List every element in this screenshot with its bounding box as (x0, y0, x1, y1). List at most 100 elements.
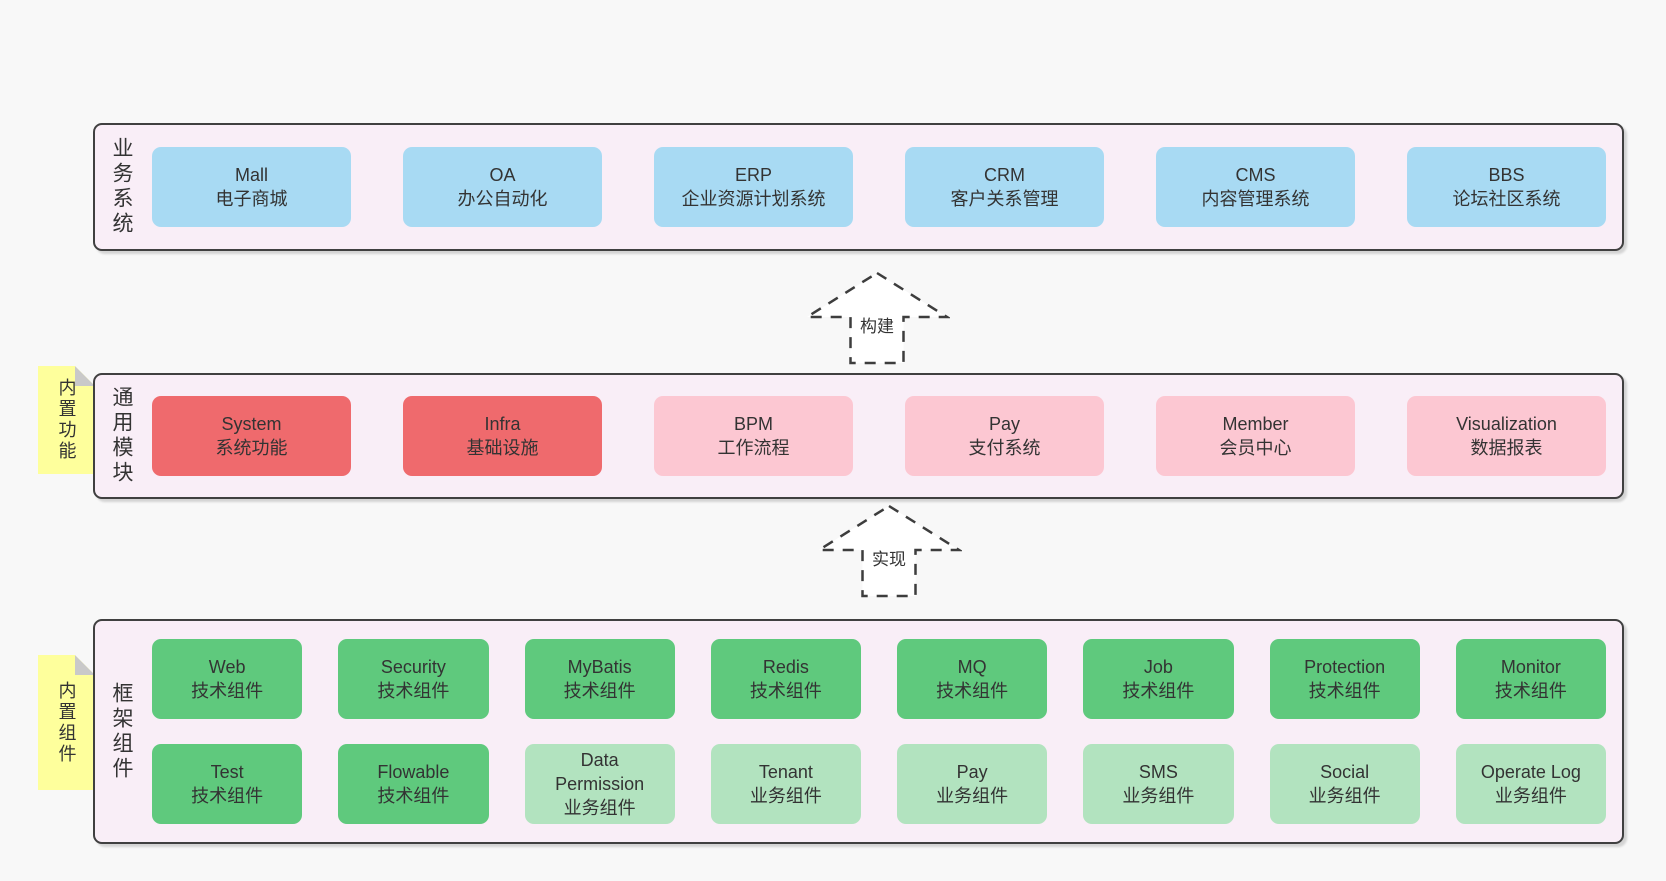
node-name: Protection (1304, 657, 1386, 677)
node-mall: Mall 电子商城 (152, 147, 351, 227)
node-protection: Protection 技术组件 (1269, 639, 1420, 719)
node-name: Web (208, 657, 246, 677)
node-name: Flowable (377, 762, 450, 782)
node-desc: 业务组件 (563, 798, 636, 818)
node-oa: OA 办公自动化 (403, 147, 602, 227)
band-label-framework-components: 框架组件 (110, 681, 133, 782)
node-desc: 业务组件 (749, 786, 822, 806)
node-name: BPM (733, 414, 773, 434)
node-desc: 技术组件 (191, 681, 264, 701)
sticky-note-label: 内置功能 (56, 378, 77, 462)
arrow-label: 构建 (857, 314, 897, 340)
node-desc: 技术组件 (1122, 681, 1195, 701)
node-desc: 技术组件 (1494, 681, 1567, 701)
node-name: Data Permission (555, 750, 645, 794)
node-desc: 业务组件 (1494, 786, 1567, 806)
node-desc: 基础设施 (466, 438, 539, 458)
node-flowable: Flowable 技术组件 (338, 744, 489, 824)
node-desc: 支付系统 (968, 438, 1041, 458)
band-common-modules: 通用模块 System 系统功能 Infra 基础设施 BPM 工作流程 Pay… (93, 373, 1624, 499)
node-name: Social (1320, 762, 1370, 782)
node-erp: ERP 企业资源计划系统 (654, 147, 853, 227)
band-label-common-modules: 通用模块 (110, 386, 133, 486)
node-name: Operate Log (1480, 762, 1581, 782)
node-desc: 办公自动化 (457, 189, 548, 209)
node-visualization: Visualization 数据报表 (1407, 396, 1606, 476)
node-cms: CMS 内容管理系统 (1156, 147, 1355, 227)
node-desc: 客户关系管理 (950, 189, 1059, 209)
node-name: Infra (484, 414, 521, 434)
node-desc: 技术组件 (1308, 681, 1381, 701)
node-desc: 业务组件 (936, 786, 1009, 806)
node-sms: SMS 业务组件 (1083, 744, 1234, 824)
node-operate-log: Operate Log 业务组件 (1455, 744, 1606, 824)
node-desc: 数据报表 (1470, 438, 1543, 458)
node-pay-biz: Pay 业务组件 (897, 744, 1048, 824)
node-test: Test 技术组件 (152, 744, 303, 824)
node-desc: 技术组件 (749, 681, 822, 701)
node-name: Visualization (1456, 414, 1557, 434)
node-mq: MQ 技术组件 (897, 639, 1048, 719)
node-monitor: Monitor 技术组件 (1455, 639, 1606, 719)
node-name: ERP (734, 165, 772, 185)
node-name: Member (1222, 414, 1289, 434)
band-rows: System 系统功能 Infra 基础设施 BPM 工作流程 Pay 支付系统… (152, 375, 1606, 497)
node-row: System 系统功能 Infra 基础设施 BPM 工作流程 Pay 支付系统… (152, 396, 1606, 476)
node-name: SMS (1138, 762, 1178, 782)
node-redis: Redis 技术组件 (710, 639, 861, 719)
sticky-note-builtin-features: 内置功能 (38, 366, 95, 474)
node-security: Security 技术组件 (338, 639, 489, 719)
node-bpm: BPM 工作流程 (654, 396, 853, 476)
node-desc: 技术组件 (563, 681, 636, 701)
node-desc: 电子商城 (215, 189, 288, 209)
node-name: Monitor (1500, 657, 1561, 677)
node-data-permission: Data Permission 业务组件 (524, 744, 675, 824)
node-desc: 工作流程 (717, 438, 790, 458)
node-desc: 内容管理系统 (1201, 189, 1310, 209)
band-rows: Web 技术组件 Security 技术组件 MyBatis 技术组件 Redi… (152, 621, 1606, 842)
node-name: Test (210, 762, 244, 782)
arrow-implement: 实现 (816, 503, 962, 599)
node-desc: 业务组件 (1122, 786, 1195, 806)
node-mybatis: MyBatis 技术组件 (524, 639, 675, 719)
node-desc: 技术组件 (377, 786, 450, 806)
node-name: Pay (956, 762, 988, 782)
node-name: OA (489, 165, 516, 185)
node-bbs: BBS 论坛社区系统 (1407, 147, 1606, 227)
sticky-note-label: 内置组件 (56, 680, 77, 765)
node-name: System (221, 414, 282, 434)
band-framework-components: 框架组件 Web 技术组件 Security 技术组件 MyBatis 技术组件… (93, 619, 1624, 844)
node-name: Pay (988, 414, 1021, 434)
node-infra: Infra 基础设施 (403, 396, 602, 476)
node-pay: Pay 支付系统 (905, 396, 1104, 476)
arrow-label: 实现 (869, 547, 909, 573)
node-name: MQ (957, 657, 987, 677)
band-business-systems: 业务系统 Mall 电子商城 OA 办公自动化 ERP 企业资源计划系统 CRM… (93, 123, 1624, 251)
node-crm: CRM 客户关系管理 (905, 147, 1104, 227)
node-name: Tenant (758, 762, 813, 782)
band-label-business-systems: 业务系统 (110, 137, 133, 237)
node-row: Test 技术组件 Flowable 技术组件 Data Permission … (152, 744, 1606, 824)
node-row: Mall 电子商城 OA 办公自动化 ERP 企业资源计划系统 CRM 客户关系… (152, 147, 1606, 227)
node-job: Job 技术组件 (1083, 639, 1234, 719)
band-rows: Mall 电子商城 OA 办公自动化 ERP 企业资源计划系统 CRM 客户关系… (152, 125, 1606, 249)
node-name: CMS (1235, 165, 1276, 185)
node-tenant: Tenant 业务组件 (710, 744, 861, 824)
node-desc: 会员中心 (1219, 438, 1292, 458)
node-name: MyBatis (567, 657, 632, 677)
node-name: Redis (762, 657, 809, 677)
node-system: System 系统功能 (152, 396, 351, 476)
note-fold-icon (75, 655, 95, 675)
node-desc: 技术组件 (377, 681, 450, 701)
arrow-build: 构建 (804, 270, 950, 366)
node-name: Security (380, 657, 446, 677)
node-name: CRM (984, 165, 1025, 185)
node-name: BBS (1488, 165, 1525, 185)
node-name: Job (1143, 657, 1173, 677)
node-name: Mall (234, 165, 268, 185)
node-desc: 论坛社区系统 (1452, 189, 1561, 209)
node-member: Member 会员中心 (1156, 396, 1355, 476)
node-web: Web 技术组件 (152, 639, 303, 719)
node-social: Social 业务组件 (1269, 744, 1420, 824)
node-desc: 企业资源计划系统 (681, 189, 826, 209)
